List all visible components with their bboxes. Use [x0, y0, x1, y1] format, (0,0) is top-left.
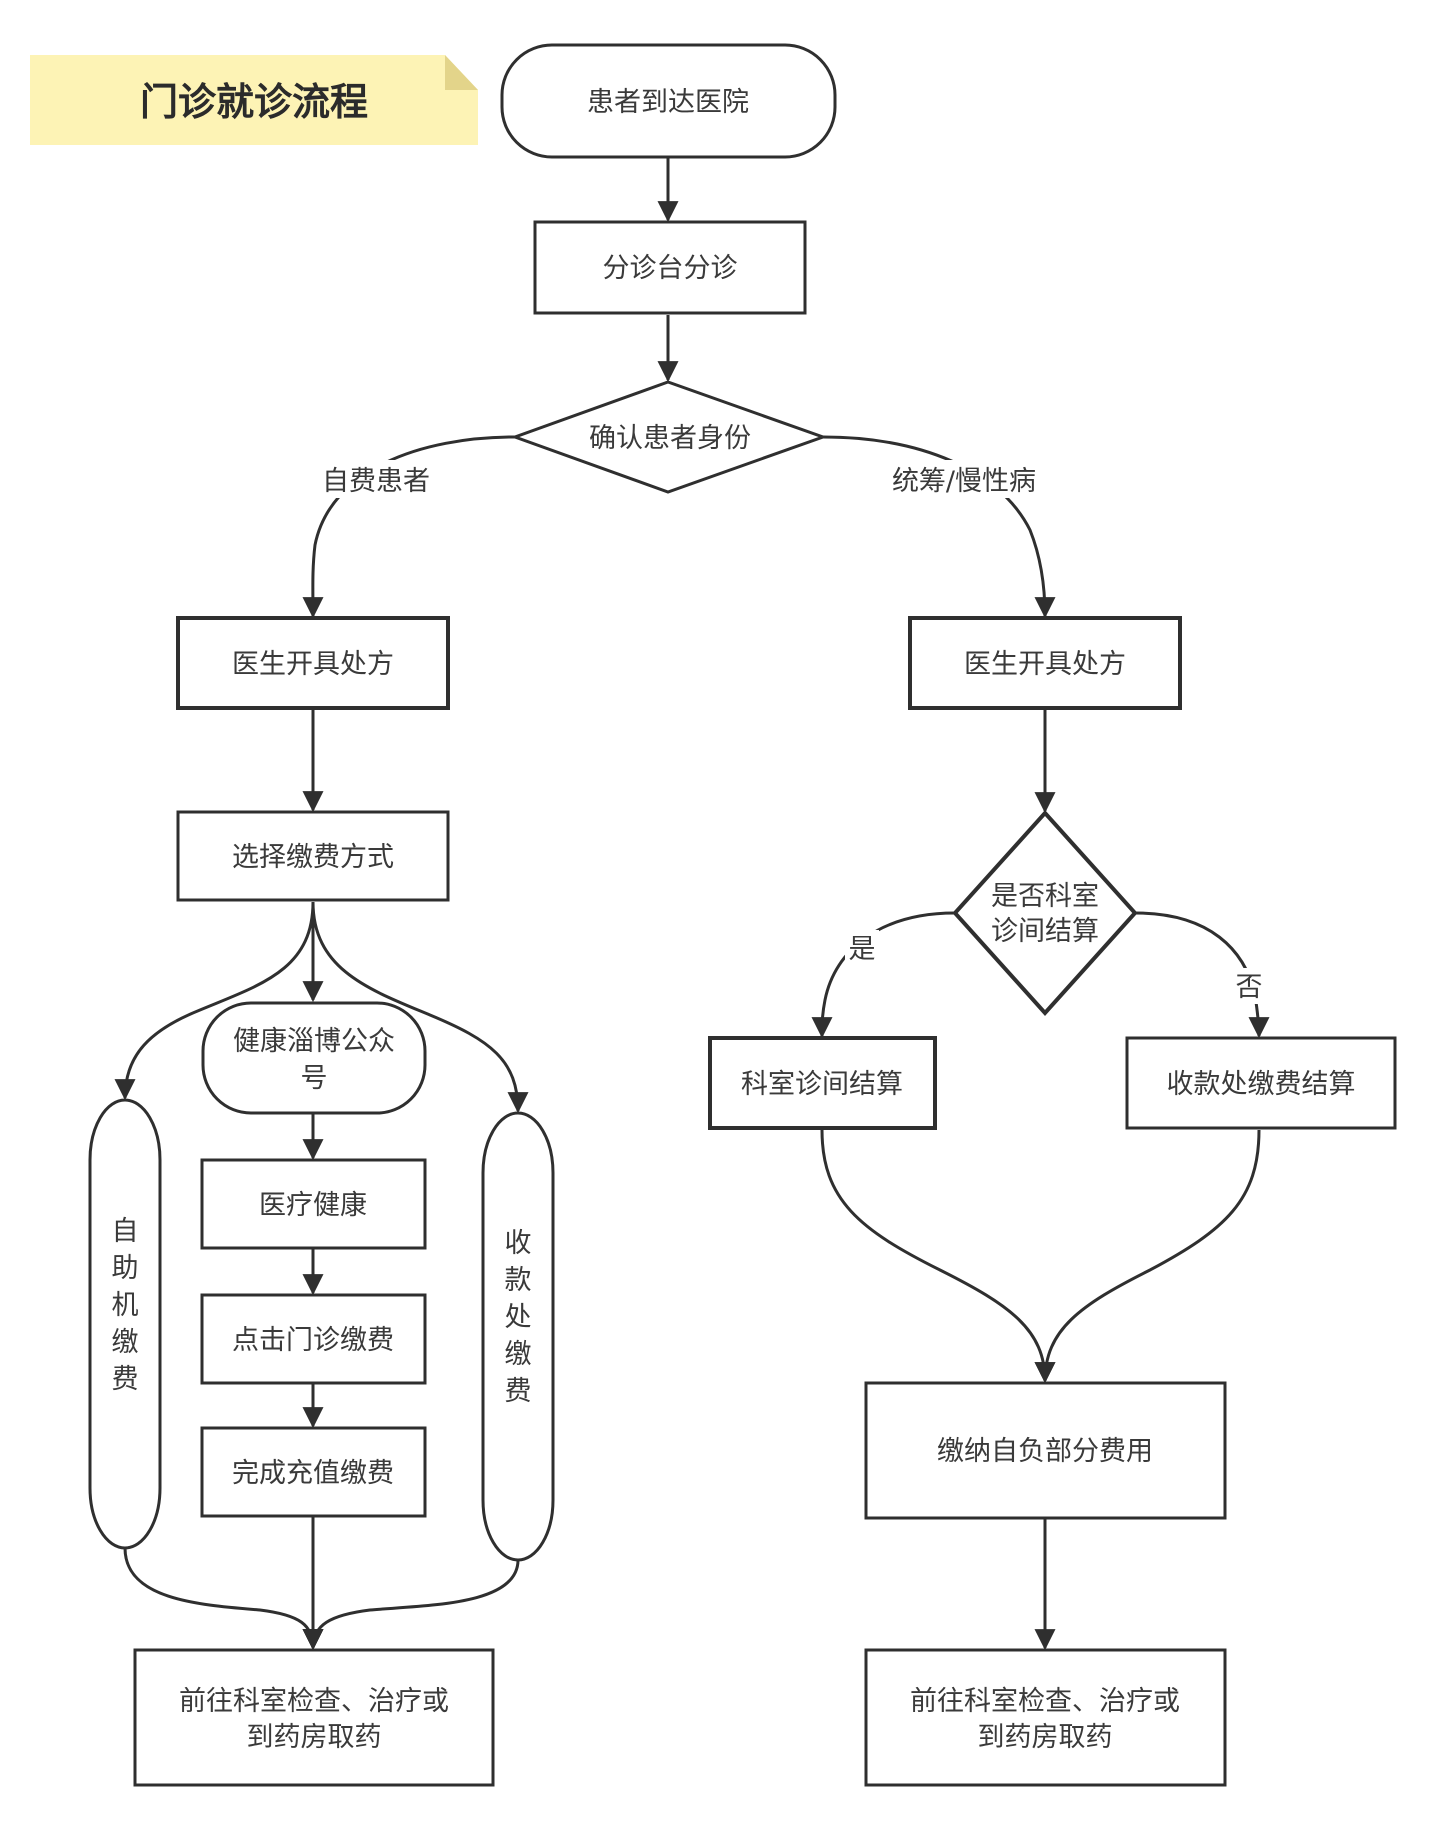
finish-recharge-box: [200, 1426, 427, 1518]
choose-payment-box: [176, 810, 450, 902]
start-terminal: [500, 43, 837, 159]
cashier-char: 款: [505, 1265, 532, 1296]
pay-self-portion-label: 缴纳自负部分费用: [937, 1436, 1153, 1467]
node-right-end: 前往科室检查、治疗或 到药房取药: [864, 1648, 1227, 1787]
node-choose-payment: 选择缴费方式: [176, 810, 450, 902]
cashier-char: 费: [505, 1376, 532, 1407]
edge-confirm-to-right-prescription: [822, 435, 1056, 619]
cashier-terminal: [481, 1111, 555, 1562]
node-dept-settlement-question: 是否科室 诊间结算: [952, 810, 1138, 1016]
node-self-service: 自 助 机 缴 费: [88, 1098, 162, 1550]
wechat-account-terminal: [201, 1001, 427, 1115]
node-confirm-identity: 确认患者身份: [510, 380, 828, 494]
edge-dept-to-pay-self: [820, 1129, 1056, 1384]
title-note-body: [30, 55, 478, 145]
left-prescription-label: 医生开具处方: [232, 649, 394, 680]
node-cashier-settlement: 收款处缴费结算: [1125, 1036, 1397, 1130]
edge-choose-to-cashier: [311, 901, 529, 1114]
edge-self-service-to-left-end: [123, 1547, 324, 1651]
node-finish-recharge: 完成充值缴费: [200, 1426, 427, 1518]
label-bg: [880, 460, 1050, 498]
node-wechat-account: 健康淄博公众 号: [201, 1001, 427, 1115]
left-prescription-box: [176, 616, 450, 710]
node-pay-self-portion: 缴纳自负部分费用: [864, 1381, 1227, 1520]
title-note-fold: [445, 55, 478, 90]
cashier-settlement-label: 收款处缴费结算: [1167, 1069, 1356, 1100]
edge-labels: 自费患者 统筹/慢性病 是 否: [310, 460, 1266, 1004]
node-cashier: 收 款 处 缴 费: [481, 1111, 555, 1562]
self-service-char: 缴: [112, 1327, 139, 1358]
pay-self-portion-box: [864, 1381, 1227, 1520]
triage-label: 分诊台分诊: [603, 253, 738, 284]
edge-cashier-to-left-end: [302, 1559, 520, 1651]
click-outpatient-pay-label: 点击门诊缴费: [232, 1325, 394, 1356]
title-note: 门诊就诊流程: [30, 55, 478, 145]
dept-settlement-question-line2: 诊间结算: [991, 916, 1099, 947]
right-end-label-line1: 前往科室检查、治疗或: [910, 1686, 1180, 1717]
node-click-outpatient-pay: 点击门诊缴费: [200, 1293, 427, 1385]
page-title: 门诊就诊流程: [140, 80, 368, 124]
edge-question-to-dept: [811, 911, 956, 1039]
medical-health-box: [200, 1158, 427, 1250]
medical-health-label: 医疗健康: [259, 1190, 367, 1221]
node-left-end: 前往科室检查、治疗或 到药房取药: [133, 1648, 495, 1787]
wechat-account-label-line1: 健康淄博公众: [233, 1026, 395, 1057]
self-service-char: 助: [112, 1253, 139, 1284]
node-medical-health: 医疗健康: [200, 1158, 427, 1250]
click-outpatient-pay-box: [200, 1293, 427, 1385]
dept-settlement-label: 科室诊间结算: [741, 1069, 903, 1100]
self-service-char: 自: [112, 1216, 139, 1247]
edge-cashier-settle-to-pay-self: [1034, 1129, 1261, 1384]
left-end-box: [133, 1648, 495, 1787]
edge-confirm-to-left-prescription: [302, 435, 516, 619]
label-bg: [310, 460, 440, 498]
start-label: 患者到达医院: [587, 87, 749, 118]
edge-choose-to-self-service: [114, 901, 315, 1101]
wechat-account-label-line2: 号: [301, 1063, 328, 1094]
right-end-label-line2: 到药房取药: [978, 1722, 1113, 1753]
choose-payment-label: 选择缴费方式: [232, 842, 394, 873]
node-right-prescription: 医生开具处方: [908, 616, 1182, 710]
edge-label-yes: 是: [849, 934, 876, 965]
edges: [114, 157, 1270, 1651]
cashier-settlement-box: [1125, 1036, 1397, 1130]
dept-settlement-box: [708, 1036, 937, 1130]
node-triage: 分诊台分诊: [533, 220, 807, 315]
self-service-char: 费: [112, 1364, 139, 1395]
self-service-terminal: [88, 1098, 162, 1550]
cashier-char: 处: [505, 1302, 532, 1333]
confirm-identity-diamond: [510, 380, 828, 494]
self-service-char: 机: [112, 1290, 139, 1321]
node-dept-settlement: 科室诊间结算: [708, 1036, 937, 1130]
left-end-label-line1: 前往科室检查、治疗或: [179, 1686, 449, 1717]
dept-settlement-question-line1: 是否科室: [991, 881, 1099, 912]
right-prescription-box: [908, 616, 1182, 710]
right-prescription-label: 医生开具处方: [964, 649, 1126, 680]
edge-label-self-pay: 自费患者: [322, 466, 430, 497]
cashier-char: 缴: [505, 1339, 532, 1370]
finish-recharge-label: 完成充值缴费: [232, 1458, 394, 1489]
triage-box: [533, 220, 807, 315]
dept-settlement-question-diamond: [952, 810, 1138, 1016]
left-end-label-line2: 到药房取药: [247, 1722, 382, 1753]
node-left-prescription: 医生开具处方: [176, 616, 450, 710]
cashier-char: 收: [505, 1228, 532, 1259]
label-bg: [1232, 968, 1266, 1004]
label-bg: [845, 930, 879, 966]
edge-label-pooled-chronic: 统筹/慢性病: [892, 466, 1036, 497]
right-end-box: [864, 1648, 1227, 1787]
confirm-identity-label: 确认患者身份: [589, 423, 751, 454]
node-start: 患者到达医院: [500, 43, 837, 159]
edge-label-no: 否: [1236, 972, 1263, 1003]
